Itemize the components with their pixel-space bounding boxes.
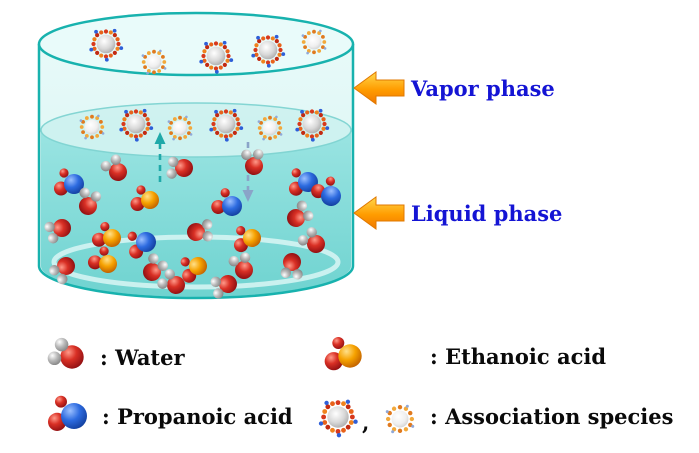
water-molecule xyxy=(297,227,325,253)
liquid-phase-label: Liquid phase xyxy=(411,201,562,226)
association-cluster-b xyxy=(257,115,283,141)
water-molecule xyxy=(210,275,237,299)
association-cluster-b xyxy=(301,29,327,55)
water-molecule xyxy=(49,257,75,285)
liquid-callout: Liquid phase xyxy=(353,196,562,230)
water-molecule xyxy=(287,200,314,227)
legend-ethanoic-label: : Ethanoic acid xyxy=(430,344,606,369)
beaker xyxy=(37,11,355,300)
propanoic-molecule xyxy=(127,231,156,259)
liquid-surface xyxy=(40,102,352,158)
association-cluster-a xyxy=(209,108,244,142)
water-molecule xyxy=(157,269,185,294)
vapor-phase-label: Vapor phase xyxy=(410,76,555,101)
propanoic-molecule xyxy=(54,168,84,196)
legend-association-label: : Association species xyxy=(430,404,673,429)
legend-icons xyxy=(47,337,415,438)
association-cluster-a xyxy=(119,108,154,142)
ethanoic-molecule xyxy=(130,185,159,211)
water-molecule xyxy=(241,149,264,175)
ethanoic-molecule xyxy=(324,337,362,371)
propanoic-molecule xyxy=(211,188,242,216)
liquid-molecules xyxy=(44,149,341,299)
ethanoic-molecule xyxy=(91,221,121,247)
legend-association-separator: , xyxy=(362,410,369,435)
water-molecule xyxy=(47,337,84,369)
association-clusters xyxy=(79,28,330,142)
ethanoic-molecule xyxy=(87,246,117,273)
association-cluster-a xyxy=(89,28,124,62)
evaporation-arrow xyxy=(154,132,166,182)
association-cluster-a xyxy=(251,34,286,68)
association-cluster-a xyxy=(318,399,358,438)
water-molecule xyxy=(187,219,213,242)
beaker-rim xyxy=(37,11,355,77)
legend: : Water : Ethanoic acid : Propanoic acid… xyxy=(47,337,673,438)
water-molecule xyxy=(100,154,127,181)
association-cluster-a xyxy=(295,108,330,142)
water-molecule xyxy=(79,187,102,215)
water-molecule xyxy=(228,252,253,279)
association-cluster-b xyxy=(385,404,415,434)
ethanoic-molecule xyxy=(233,226,261,253)
association-cluster-a xyxy=(199,40,234,74)
vapor-callout: Vapor phase xyxy=(353,71,555,105)
legend-propanoic-label: : Propanoic acid xyxy=(102,404,293,429)
association-cluster-b xyxy=(141,49,167,75)
legend-water-label: : Water xyxy=(100,345,185,370)
water-molecule xyxy=(143,253,168,281)
vapor-arrow xyxy=(353,71,405,105)
water-molecule xyxy=(166,156,193,179)
association-cluster-b xyxy=(79,114,105,140)
association-cluster-b xyxy=(167,115,193,141)
water-molecule xyxy=(280,253,303,280)
propanoic-molecule xyxy=(48,395,87,431)
liquid-arrow xyxy=(353,196,405,230)
beaker-wall-outline xyxy=(37,44,355,300)
ethanoic-molecule xyxy=(180,257,207,283)
water-molecule xyxy=(44,219,71,244)
propanoic-molecule xyxy=(311,176,341,206)
